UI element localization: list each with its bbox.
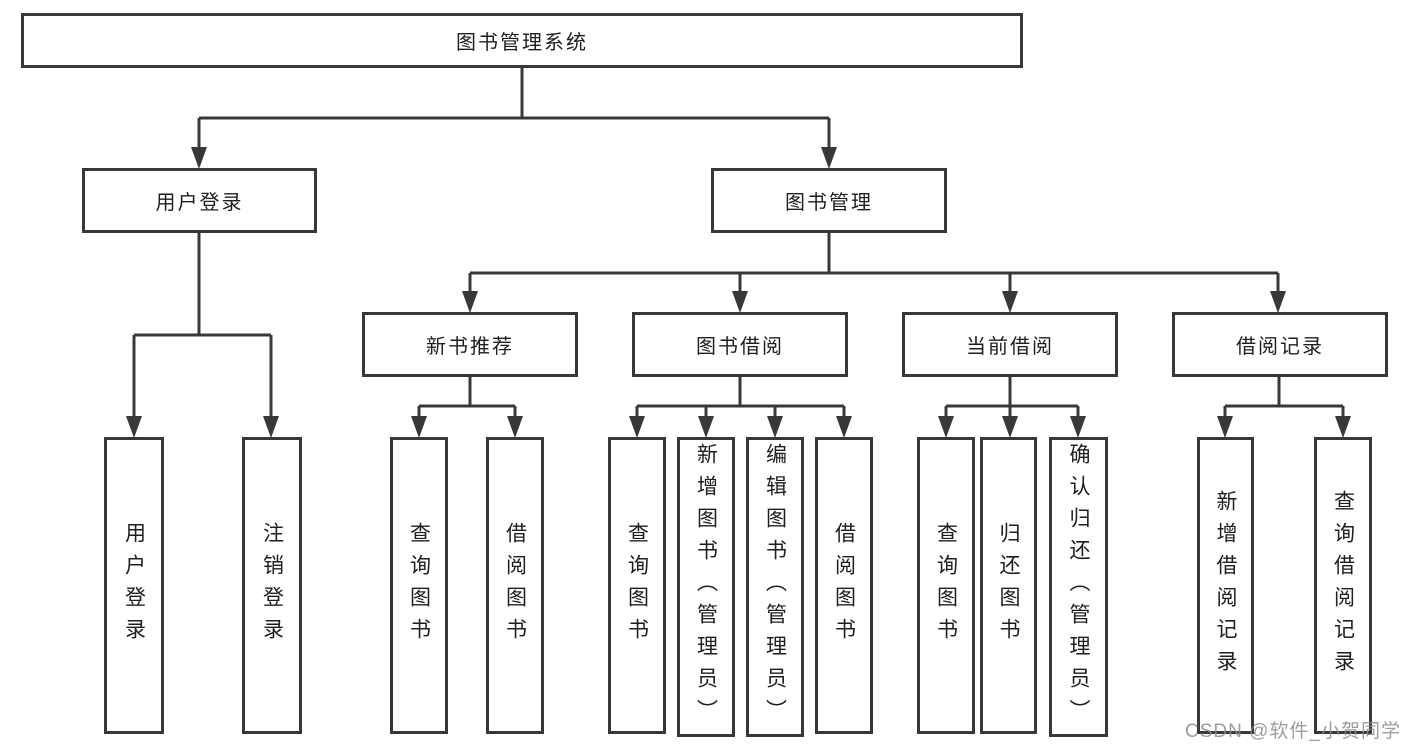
node-user-login: 用户登录 <box>82 168 317 233</box>
leaf-borrow-book-1: 借阅图书 <box>486 437 544 734</box>
leaf-user-login: 用户登录 <box>104 437 164 734</box>
leaf-borrow-book-2-label: 借阅图书 <box>832 521 856 650</box>
leaf-edit-book-admin-label: 编辑图书（管理员） <box>763 443 787 731</box>
leaf-query-borrow-record-label: 查询借阅记录 <box>1331 489 1355 682</box>
node-user-login-label: 用户登录 <box>155 192 244 214</box>
node-borrow-record-label: 借阅记录 <box>1236 336 1324 358</box>
node-book-management: 图书管理 <box>711 168 947 233</box>
connector-newbook-to-leaves <box>417 377 517 418</box>
connector-bookmgmt-to-level3 <box>468 232 1280 293</box>
connector-borrow-to-leaves <box>635 377 846 418</box>
leaf-logout: 注销登录 <box>242 437 302 734</box>
leaf-query-book-1-label: 查询图书 <box>407 521 431 650</box>
leaf-borrow-book-1-label: 借阅图书 <box>503 521 527 650</box>
node-root-label: 图书管理系统 <box>456 32 588 54</box>
arrowheads <box>126 147 1351 438</box>
leaf-logout-label: 注销登录 <box>260 521 284 650</box>
node-current-borrow: 当前借阅 <box>902 312 1118 377</box>
leaf-borrow-book-2: 借阅图书 <box>815 437 873 734</box>
node-borrow-record: 借阅记录 <box>1172 312 1388 377</box>
node-current-borrow-label: 当前借阅 <box>966 336 1054 358</box>
leaf-query-book-2-label: 查询图书 <box>625 521 649 650</box>
leaf-query-book-1: 查询图书 <box>390 437 448 734</box>
leaf-add-book-admin: 新增图书（管理员） <box>677 437 735 737</box>
node-new-book-recommend: 新书推荐 <box>362 312 578 377</box>
leaf-edit-book-admin: 编辑图书（管理员） <box>746 437 804 737</box>
connector-record-to-leaves <box>1223 377 1345 418</box>
leaf-query-book-3: 查询图书 <box>917 437 975 734</box>
leaf-user-login-label: 用户登录 <box>122 521 146 650</box>
leaf-return-book: 归还图书 <box>980 437 1037 734</box>
node-book-management-label: 图书管理 <box>785 192 873 214</box>
connector-userlogin-to-leaves <box>132 233 273 418</box>
node-book-borrow-label: 图书借阅 <box>696 336 784 358</box>
node-new-book-recommend-label: 新书推荐 <box>426 336 514 358</box>
leaf-add-borrow-record-label: 新增借阅记录 <box>1214 489 1237 682</box>
leaf-query-book-3-label: 查询图书 <box>934 521 958 650</box>
connector-current-to-leaves <box>944 377 1080 418</box>
node-root: 图书管理系统 <box>21 13 1023 68</box>
leaf-add-book-admin-label: 新增图书（管理员） <box>694 443 718 731</box>
leaf-query-book-2: 查询图书 <box>608 437 666 734</box>
leaf-query-borrow-record: 查询借阅记录 <box>1314 437 1372 734</box>
node-book-borrow: 图书借阅 <box>632 312 848 377</box>
leaf-confirm-return-admin: 确认归还（管理员） <box>1049 437 1108 737</box>
leaf-confirm-return-admin-label: 确认归还（管理员） <box>1067 443 1090 731</box>
leaf-add-borrow-record: 新增借阅记录 <box>1197 437 1254 734</box>
csdn-watermark: CSDN @软件_小贺同学 <box>1185 721 1401 742</box>
leaf-return-book-label: 归还图书 <box>997 521 1020 650</box>
connector-root-to-level2 <box>197 67 831 150</box>
